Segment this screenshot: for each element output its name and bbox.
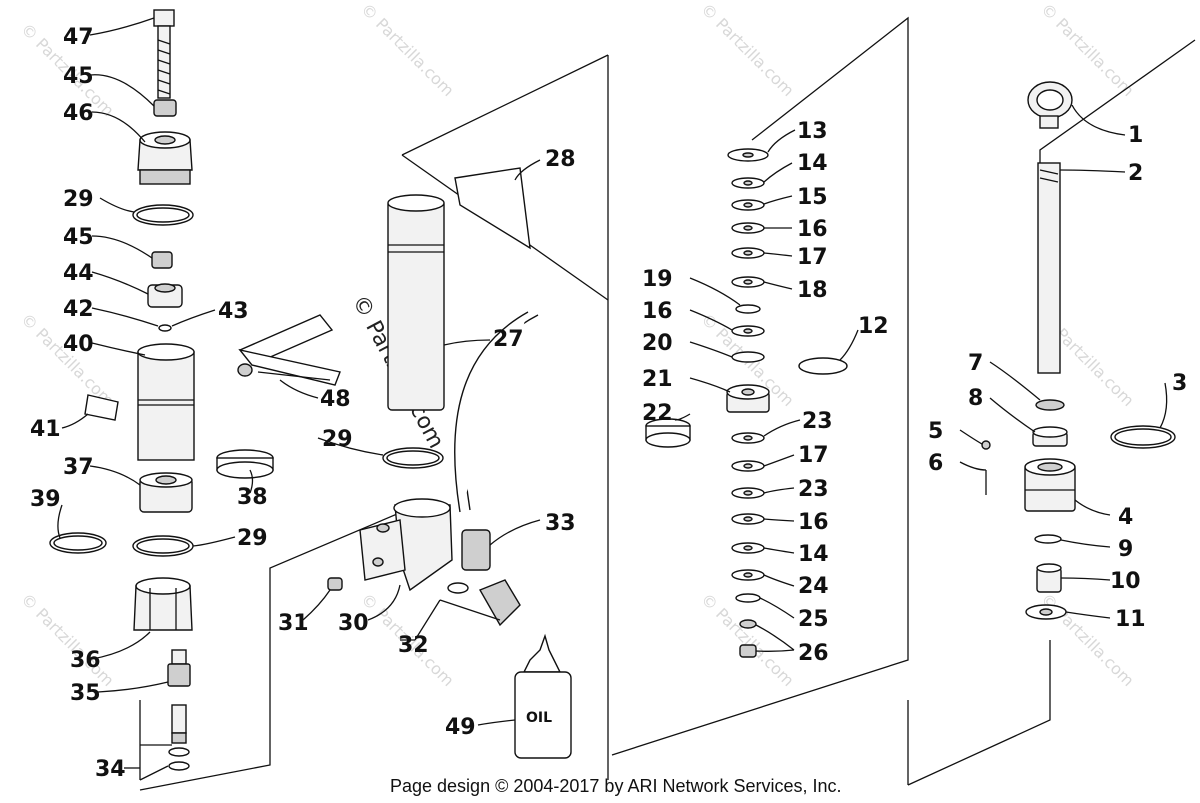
callout: 39 (30, 487, 61, 512)
callout: 10 (1110, 569, 1141, 594)
callout: 1 (1128, 123, 1143, 148)
callout: 48 (320, 387, 351, 412)
watermark: © Partzilla.com (357, 0, 458, 100)
callout: 13 (797, 119, 828, 144)
callout: 45 (63, 225, 94, 250)
callout: 20 (642, 331, 673, 356)
callout: 34 (95, 757, 126, 782)
callout: 16 (642, 299, 673, 324)
callout: 11 (1115, 607, 1146, 632)
callout: 37 (63, 455, 94, 480)
watermark: © Partzilla.com (17, 309, 118, 410)
callout: 30 (338, 611, 369, 636)
callout: 28 (545, 147, 576, 172)
callout: 17 (797, 245, 828, 270)
callout: 46 (63, 101, 94, 126)
callout: 23 (798, 477, 829, 502)
callout: 16 (797, 217, 828, 242)
callout: 44 (63, 261, 94, 286)
callout: 38 (237, 485, 268, 510)
callout: 29 (237, 526, 268, 551)
callout: 26 (798, 641, 829, 666)
callout: 21 (642, 367, 673, 392)
callout: 22 (642, 401, 673, 426)
callout: 5 (928, 419, 943, 444)
callout: 33 (545, 511, 576, 536)
panel-frames (139, 16, 1196, 791)
left-column-parts (49, 9, 341, 771)
callout: 42 (63, 297, 94, 322)
washer-stack (645, 148, 848, 658)
callout: 40 (63, 332, 94, 357)
callout: 17 (798, 443, 829, 468)
oil-label: OIL (526, 710, 552, 726)
callout: 36 (70, 648, 101, 673)
callout: 9 (1118, 537, 1133, 562)
middle-parts: OIL (327, 167, 572, 759)
callout: 2 (1128, 161, 1143, 186)
callout: 6 (928, 451, 943, 476)
callout: 41 (30, 417, 61, 442)
callout: 35 (70, 681, 101, 706)
footer-copyright: Page design © 2004-2017 by ARI Network S… (390, 776, 842, 796)
watermark: © Partzilla.com (17, 589, 118, 690)
callout: 49 (445, 715, 476, 740)
callout: 45 (63, 64, 94, 89)
callout: 19 (642, 267, 673, 292)
callout-numbers: 1 2 3 4 5 6 7 8 9 10 11 12 13 14 15 16 1… (30, 25, 1187, 782)
callout: 15 (797, 185, 828, 210)
callout: 3 (1172, 371, 1187, 396)
callout: 29 (63, 187, 94, 212)
callout: 27 (493, 327, 524, 352)
callout: 8 (968, 386, 983, 411)
callout: 25 (798, 607, 829, 632)
watermark: © Partzilla.com (697, 589, 798, 690)
callout: 7 (968, 351, 983, 376)
leader-lines (57, 17, 1168, 781)
callout: 18 (797, 278, 828, 303)
callout: 32 (398, 633, 429, 658)
callout: 24 (798, 574, 829, 599)
right-column-parts (981, 81, 1176, 620)
callout: 47 (63, 25, 94, 50)
callout: 12 (858, 314, 889, 339)
callout: 14 (798, 542, 829, 567)
callout: 31 (278, 611, 309, 636)
callout: 23 (802, 409, 833, 434)
callout: 4 (1118, 505, 1133, 530)
watermark: © Partzilla.com (1037, 589, 1138, 690)
callout: 14 (797, 151, 828, 176)
callout: 43 (218, 299, 249, 324)
callout: 16 (798, 510, 829, 535)
callout: 29 (322, 427, 353, 452)
watermark: © Partzilla.com (697, 0, 798, 100)
